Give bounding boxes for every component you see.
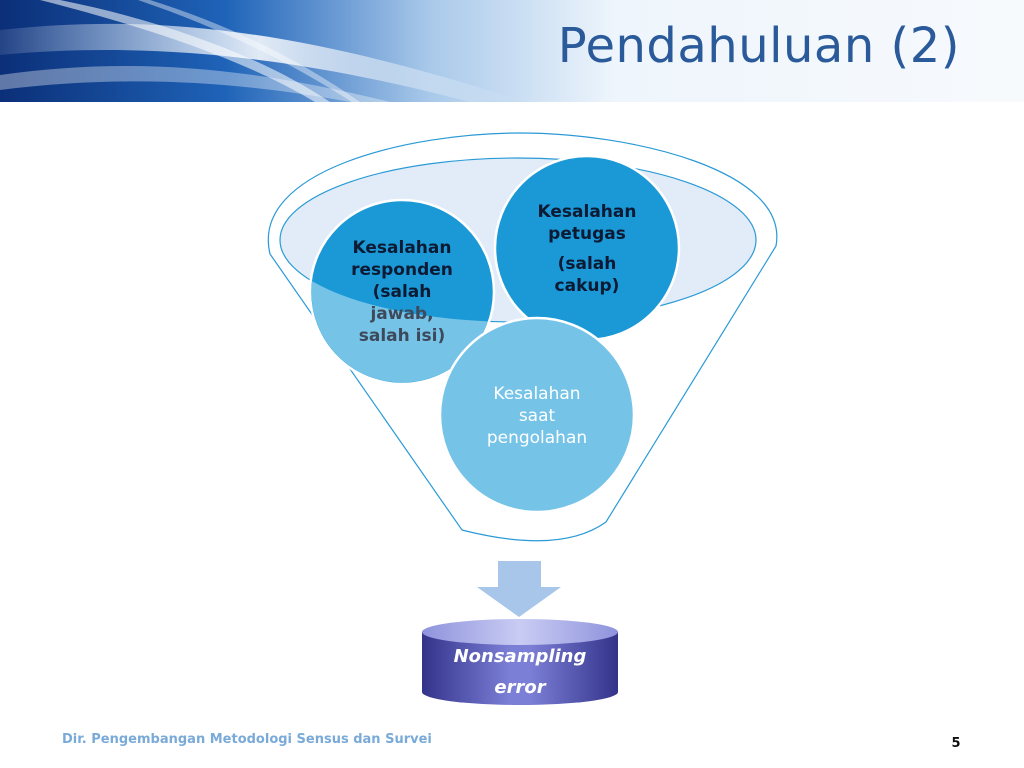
pengolahan-line-1: Kesalahan — [493, 384, 581, 404]
page-number: 5 — [951, 736, 961, 751]
nonsampling-line-2: error — [494, 677, 546, 698]
pengolahan-line-2: saat — [518, 406, 556, 426]
nonsampling-line-1: Nonsampling — [453, 646, 587, 667]
responden-line-3: (salah — [372, 282, 432, 302]
label-kesalahan-petugas: Kesalahan petugas (salah cakup) — [497, 201, 677, 297]
petugas-line-1: Kesalahan — [537, 202, 637, 222]
label-nonsampling-error: Nonsampling error — [422, 641, 618, 703]
responden-line-1: Kesalahan — [352, 238, 452, 258]
petugas-line-3: (salah — [557, 254, 617, 274]
header-swoosh-graphic — [0, 0, 1024, 102]
down-arrow-icon — [477, 561, 561, 617]
footer-organization: Dir. Pengembangan Metodologi Sensus dan … — [62, 732, 432, 747]
slide-title: Pendahuluan (2) — [557, 18, 960, 74]
slide-header: Pendahuluan (2) — [0, 0, 1024, 102]
label-kesalahan-pengolahan: Kesalahan saat pengolahan — [441, 383, 633, 449]
responden-line-4: jawab, — [370, 304, 434, 324]
petugas-line-4: cakup) — [554, 276, 620, 296]
petugas-line-2: petugas — [548, 224, 626, 244]
label-kesalahan-responden: Kesalahan responden (salah jawab, salah … — [312, 237, 492, 347]
responden-line-2: responden — [351, 260, 453, 280]
circle-kesalahan-pengolahan — [438, 316, 636, 514]
nonsampling-cylinder — [422, 632, 618, 705]
pengolahan-line-3: pengolahan — [486, 428, 588, 448]
responden-line-5: salah isi) — [358, 326, 446, 346]
